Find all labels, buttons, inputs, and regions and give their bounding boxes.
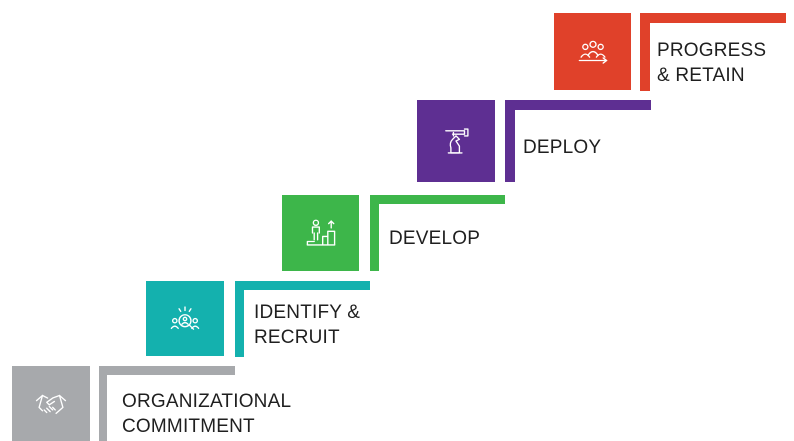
chess-knight-icon — [445, 128, 469, 154]
step-5-tread — [640, 13, 786, 23]
step-5-tile — [554, 13, 631, 90]
step-4-label: DEPLOY — [523, 137, 602, 158]
step-4-riser — [505, 100, 515, 182]
step-3-tile — [282, 195, 359, 271]
step-2-tread — [235, 281, 370, 290]
handshake-icon — [35, 394, 67, 414]
step-5-riser — [640, 13, 650, 91]
step-4-tread — [505, 100, 651, 110]
step-5-label: PROGRESS& RETAIN — [657, 40, 767, 86]
step-2-tile — [146, 281, 224, 356]
step-1-tile — [12, 366, 90, 441]
growth-steps-icon — [306, 219, 335, 246]
step-1-tread — [99, 366, 235, 375]
step-1-riser — [99, 366, 107, 441]
team-progress-icon — [578, 40, 607, 64]
step-3-riser — [370, 195, 379, 271]
talent-search-icon — [170, 305, 200, 330]
step-3-tread — [370, 195, 505, 204]
step-3-label: DEVELOP — [389, 228, 481, 249]
step-4-tile — [417, 100, 495, 182]
step-2-label: IDENTIFY &RECRUIT — [254, 302, 361, 348]
step-2-riser — [235, 281, 244, 357]
